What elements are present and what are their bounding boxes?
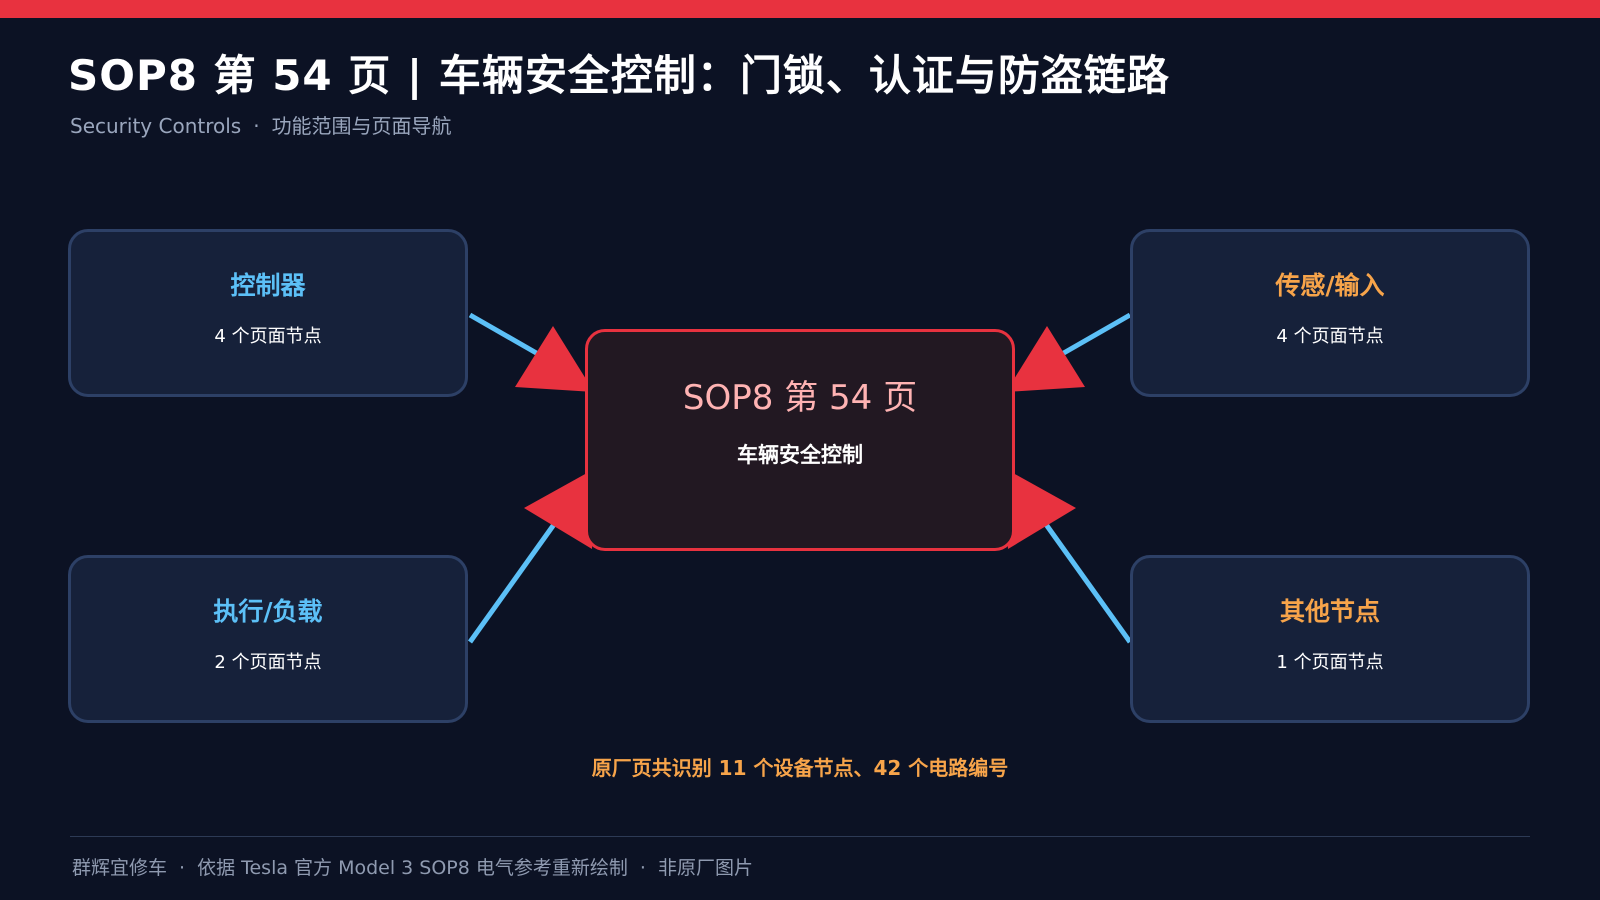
node-label: 执行/负载 bbox=[213, 597, 323, 626]
node-count: 1 个页面节点 bbox=[1276, 652, 1384, 673]
arrowhead-top-right bbox=[1006, 326, 1085, 392]
arrowhead-top-left bbox=[515, 326, 594, 392]
connector-line-top-right bbox=[1053, 312, 1132, 361]
subtitle-chinese: 功能范围与页面导航 bbox=[271, 114, 452, 138]
footer: 群辉宜修车 · 依据 Tesla 官方 Model 3 SOP8 电气参考重新绘制 ·… bbox=[72, 853, 753, 880]
footer-separator: · bbox=[179, 857, 186, 879]
summary-text: 原厂页共识别 11 个设备节点、42 个电路编号 bbox=[591, 756, 1009, 780]
arrowhead-bottom-left bbox=[524, 468, 596, 549]
footer-separator: · bbox=[639, 857, 646, 879]
connector-line-bottom-right bbox=[1037, 514, 1133, 644]
page-title: SOP8 第 54 页 | 车辆安全控制：门锁、认证与防盗链路 bbox=[68, 51, 1170, 100]
node-sensors-inputs: 传感/输入 4 个页面节点 bbox=[1130, 229, 1530, 397]
footer-divider bbox=[70, 836, 1530, 837]
node-count: 2 个页面节点 bbox=[214, 652, 322, 673]
node-label: 控制器 bbox=[230, 271, 306, 300]
node-label: 传感/输入 bbox=[1275, 271, 1385, 300]
page-subtitle: Security Controls · 功能范围与页面导航 bbox=[70, 110, 452, 139]
subtitle-english: Security Controls bbox=[70, 114, 242, 138]
node-label: 其他节点 bbox=[1279, 597, 1380, 626]
node-other: 其他节点 1 个页面节点 bbox=[1130, 555, 1530, 723]
connector-line-bottom-left bbox=[467, 514, 563, 644]
footer-source: 依据 Tesla 官方 Model 3 SOP8 电气参考重新绘制 bbox=[197, 857, 628, 879]
center-node-title: SOP8 第 54 页 bbox=[682, 378, 918, 418]
footer-disclaimer: 非原厂图片 bbox=[657, 857, 753, 879]
node-count: 4 个页面节点 bbox=[1276, 326, 1384, 347]
footer-brand: 群辉宜修车 bbox=[72, 857, 168, 879]
center-node-subtitle: 车辆安全控制 bbox=[737, 443, 863, 467]
subtitle-separator: · bbox=[253, 114, 260, 138]
arrowhead-bottom-right bbox=[1004, 468, 1076, 549]
connector-line-top-left bbox=[468, 312, 547, 361]
node-count: 4 个页面节点 bbox=[214, 326, 322, 347]
node-actuators-loads: 执行/负载 2 个页面节点 bbox=[68, 555, 468, 723]
center-node: SOP8 第 54 页 车辆安全控制 bbox=[585, 329, 1015, 551]
top-accent-bar bbox=[0, 0, 1600, 18]
node-controllers: 控制器 4 个页面节点 bbox=[68, 229, 468, 397]
